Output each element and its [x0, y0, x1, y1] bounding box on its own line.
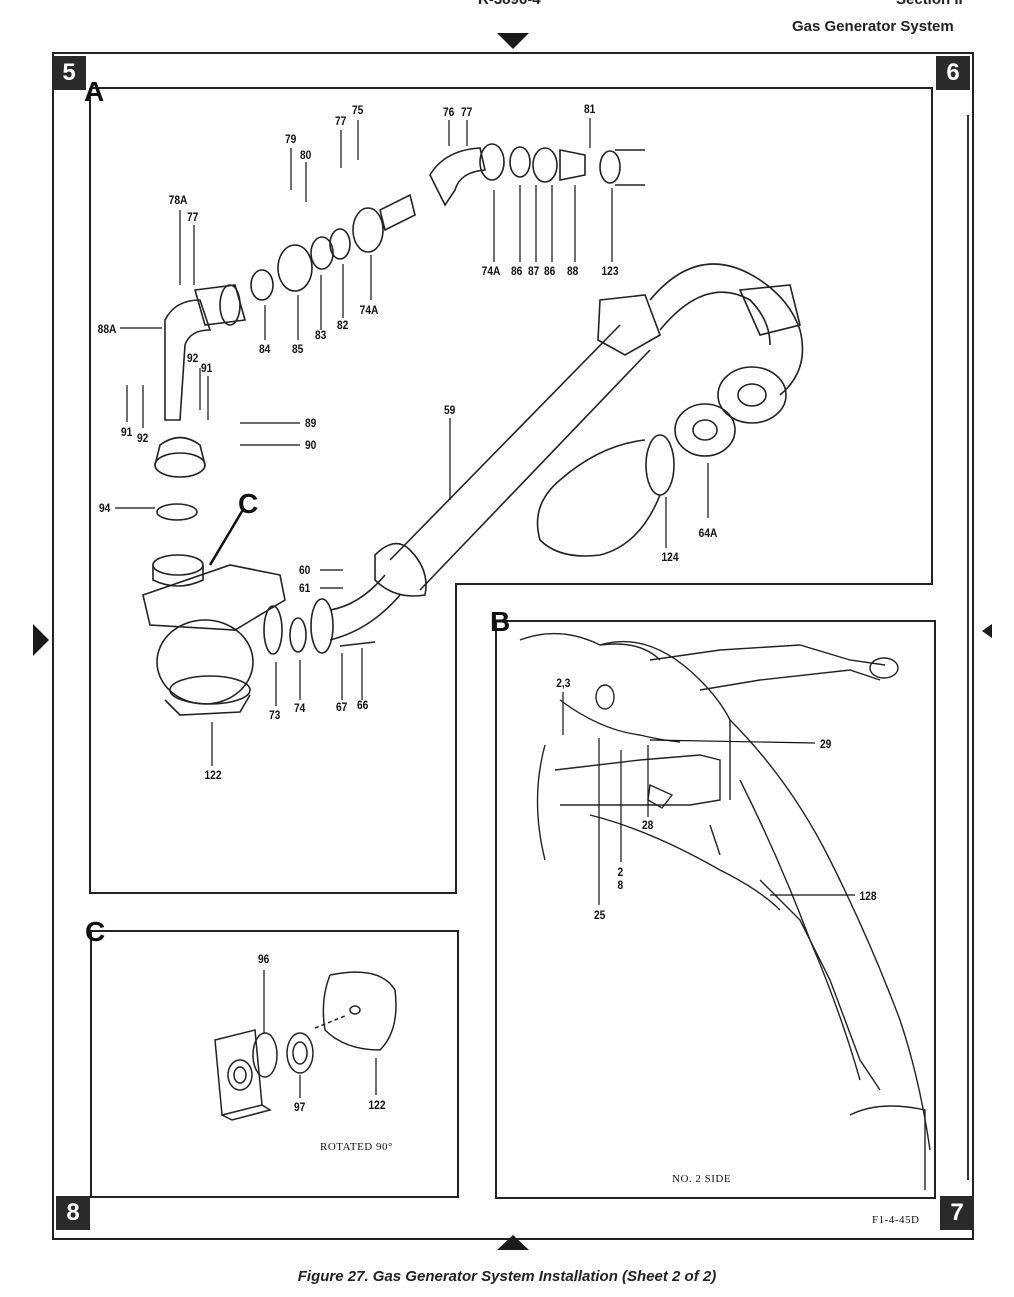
- part-number: 92: [137, 431, 149, 445]
- part-number: 86: [511, 264, 523, 278]
- subsection-title: Gas Generator System: [792, 18, 954, 35]
- corner-mark-8: 8: [56, 1196, 90, 1230]
- panel-b: [495, 620, 936, 1199]
- part-number: 80: [300, 148, 312, 162]
- part-number: 74A: [359, 303, 379, 317]
- part-number: 8: [617, 878, 624, 892]
- part-number: 66: [357, 698, 369, 712]
- figure-caption: Figure 27. Gas Generator System Installa…: [297, 1268, 717, 1285]
- panel-c-label: C: [85, 916, 106, 947]
- part-number: 77: [187, 210, 199, 224]
- part-number: 78A: [168, 193, 188, 207]
- part-number: 2,3: [556, 676, 571, 690]
- rotation-note: ROTATED 90°: [320, 1141, 393, 1153]
- part-number: 81: [584, 102, 596, 116]
- panel-c: [90, 930, 459, 1198]
- corner-mark-6: 6: [936, 56, 970, 90]
- part-number: 83: [315, 328, 327, 342]
- part-number: 124: [661, 550, 679, 564]
- part-number: 59: [444, 403, 456, 417]
- part-number: 76: [443, 105, 455, 119]
- part-number: 90: [305, 438, 317, 452]
- part-number: 86: [544, 264, 556, 278]
- doc-number: R-3896-4: [478, 0, 541, 8]
- part-number: 74A: [481, 264, 501, 278]
- part-number: 28: [642, 818, 654, 832]
- part-number: 122: [204, 768, 222, 782]
- part-number: 29: [820, 737, 832, 751]
- part-number: 74: [294, 701, 306, 715]
- part-number: 61: [299, 581, 311, 595]
- side-note: NO. 2 SIDE: [672, 1173, 732, 1185]
- part-number: 75: [352, 103, 364, 117]
- part-number: 91: [201, 361, 213, 375]
- corner-mark-5: 5: [52, 56, 86, 90]
- corner-mark-7: 7: [940, 1196, 974, 1230]
- part-number: 128: [859, 889, 877, 903]
- part-number: 85: [292, 342, 304, 356]
- part-number: 88A: [97, 322, 117, 336]
- part-number: 92: [187, 351, 199, 365]
- part-number: 64A: [698, 526, 718, 540]
- part-number: 123: [601, 264, 619, 278]
- part-number: 79: [285, 132, 297, 146]
- part-number: 82: [337, 318, 349, 332]
- figure-id: F1-4-45D: [872, 1214, 920, 1226]
- section-title: Section II: [896, 0, 963, 8]
- part-number: 60: [299, 563, 311, 577]
- part-number: 2: [617, 865, 624, 879]
- part-number: 77: [335, 114, 347, 128]
- part-number: 67: [336, 700, 348, 714]
- part-number: 91: [121, 425, 133, 439]
- part-number: 84: [259, 342, 271, 356]
- part-number: 94: [99, 501, 111, 515]
- panel-a-callout-c: C: [238, 488, 259, 519]
- part-number: 89: [305, 416, 317, 430]
- part-number: 73: [269, 708, 281, 722]
- part-number: 25: [594, 908, 606, 922]
- panel-a-label: A: [84, 76, 105, 107]
- panel-b-label: B: [490, 606, 511, 637]
- part-number: 96: [258, 952, 270, 966]
- part-number: 87: [528, 264, 540, 278]
- part-number: 97: [294, 1100, 306, 1114]
- part-number: 122: [368, 1098, 386, 1112]
- part-number: 88: [567, 264, 579, 278]
- part-number: 77: [461, 105, 473, 119]
